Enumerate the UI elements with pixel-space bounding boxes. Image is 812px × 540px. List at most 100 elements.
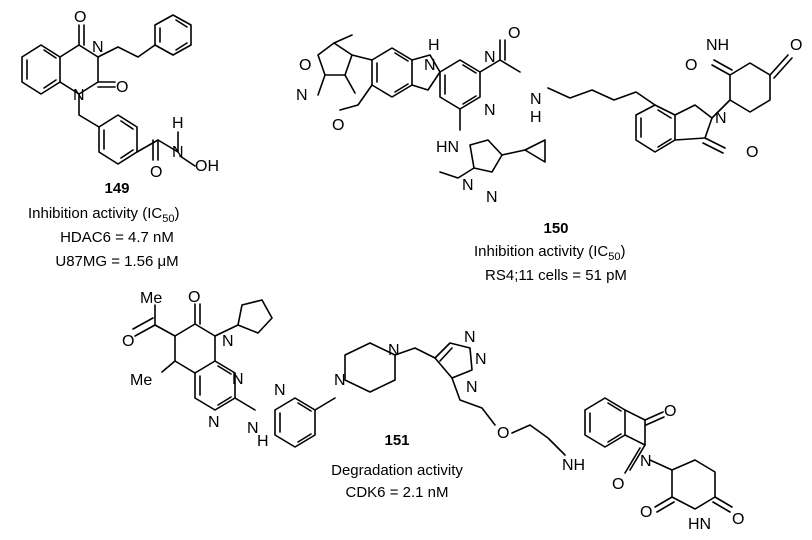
pyridine-151-double-bonds (279, 402, 312, 443)
atom-NH: HN (688, 516, 711, 533)
atom-O: O (150, 164, 162, 181)
lactam-carbonyl (702, 137, 726, 154)
atom-H: H (257, 433, 269, 450)
glutarimide-carbonyl (712, 496, 733, 513)
activity-value: RS4;11 cells = 51 pM (485, 267, 627, 284)
carbonyl-c2 (97, 81, 116, 88)
quinazolinedione-ring (59, 44, 99, 95)
atom-OH: OH (195, 158, 219, 175)
cyclopentyl-ring (237, 299, 273, 334)
glutarimide-carbonyl (711, 59, 733, 76)
pyridone-carbonyl (194, 303, 201, 325)
isoxazole-link (351, 54, 373, 61)
atom-O: O (74, 9, 86, 26)
amide-link (499, 59, 521, 73)
triazole-ring (434, 342, 473, 379)
atom-N: N (222, 333, 234, 350)
atom-N: N (475, 351, 487, 368)
piperazine-link (314, 397, 336, 411)
atom-N: N (247, 420, 259, 437)
core-benzene-double-bonds (376, 52, 409, 93)
isoxazole-substituents (317, 34, 356, 96)
pyrimidine-ring-151 (194, 360, 236, 411)
activity-value: HDAC6 = 4.7 nM (60, 229, 174, 246)
pyrimidine-ring-150 (439, 59, 481, 110)
atom-H: H (530, 109, 542, 126)
benzo-ring-149-double-bonds (26, 49, 57, 89)
compound-150-structure: O N H N N N O H N O HN N N NH O O N O (296, 25, 802, 206)
activity-title: Degradation activity (331, 462, 463, 479)
compound-number: 151 (384, 432, 409, 449)
atom-N: N (462, 177, 474, 194)
amino-link (234, 397, 256, 411)
cyclopropyl-link (501, 149, 526, 156)
activity-value: U87MG = 1.56 μM (55, 253, 178, 270)
peg-chain-2 (511, 424, 566, 456)
amide-carbonyl-149 (152, 139, 159, 161)
compound-number: 150 (543, 220, 568, 237)
atom-NH: NH (706, 37, 729, 54)
pyridine-ring-151 (274, 397, 316, 448)
glutarimide-ring-151 (671, 459, 716, 510)
phenyl-ring-149 (154, 14, 192, 56)
atom-N: N (484, 102, 496, 119)
atom-N: N (715, 110, 727, 127)
triazole-double-bond (439, 347, 453, 362)
peg-chain-1 (451, 377, 496, 426)
atom-N: N (640, 453, 652, 470)
phthalimide-benzene (584, 397, 626, 448)
atom-O: O (122, 333, 134, 350)
isoindolinone-benzene (635, 104, 676, 153)
atom-H: H (172, 115, 184, 132)
methyl-bond (161, 360, 176, 373)
compound-151-structure: O Me O N Me N N N H N N N N N N O NH O N… (122, 289, 744, 533)
benzyl-linker (78, 93, 100, 128)
phthalimide-imide (624, 409, 646, 446)
phenyl-ring-149-double-bonds (159, 19, 188, 51)
atom-N: N (92, 39, 104, 56)
atom-O: O (640, 504, 652, 521)
atom-NH: NH (562, 457, 585, 474)
atom-O: O (116, 79, 128, 96)
atom-N: N (484, 49, 496, 66)
glutarimide-ring-150 (729, 62, 771, 113)
atom-N: N (296, 87, 308, 104)
atom-O: O (732, 511, 744, 528)
phthalimide-double-bonds (589, 402, 622, 443)
atom-N: N (172, 144, 184, 161)
atom-H: H (428, 37, 440, 54)
carbonyl-c4 (78, 24, 85, 46)
pyrimidine-double-bonds (444, 64, 477, 105)
atom-O: O (497, 425, 509, 442)
atom-O: O (188, 289, 200, 306)
ethyl-group (439, 167, 475, 179)
activity-title: Inhibition activity (IC50) (474, 243, 625, 263)
atom-N: N (208, 414, 220, 431)
acetyl-group (132, 317, 176, 337)
n-o-bond (179, 155, 196, 167)
pyrazole-ring (469, 139, 503, 173)
glutarimide-link (711, 99, 731, 119)
compound-number: 149 (104, 180, 129, 197)
atom-N: N (466, 379, 478, 396)
cyclopentyl-link (214, 324, 239, 337)
lactam-ring (674, 104, 713, 141)
compound-151-caption: 151 Degradation activity CDK6 = 2.1 nM (331, 432, 463, 501)
atom-Me: Me (140, 290, 162, 307)
core-benzene-ring (371, 47, 413, 98)
atom-N: N (232, 371, 244, 388)
atom-O: O (612, 476, 624, 493)
atom-O: O (746, 144, 758, 161)
atom-O: O (790, 37, 802, 54)
benzene-ring-149-double-bonds (103, 120, 134, 159)
pyrimidine-151-double-bonds (199, 365, 232, 406)
atom-N: N (530, 91, 542, 108)
glutarimide-carbonyl (654, 496, 675, 513)
isoxazole-ring (317, 42, 353, 76)
atom-O: O (664, 403, 676, 420)
glutarimide-carbonyl (769, 54, 793, 79)
atom-N: N (486, 189, 498, 206)
phenethyl-chain (97, 44, 156, 58)
activity-title: Inhibition activity (IC50) (28, 205, 179, 225)
